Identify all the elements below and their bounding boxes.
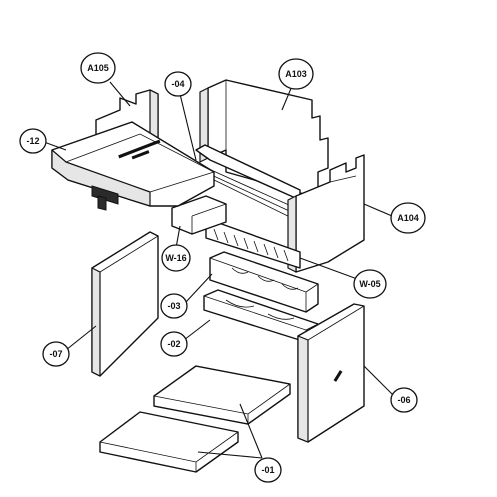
- svg-text:-06: -06: [397, 395, 410, 405]
- part-12-deflector-plate: [51, 121, 215, 211]
- part-06-front-panel: [297, 303, 365, 443]
- part-03-firebrick: [209, 251, 319, 313]
- svg-text:A103: A103: [285, 69, 307, 79]
- callout-04: -04: [164, 71, 192, 97]
- callout-02: -02: [160, 331, 188, 357]
- callout-03: -03: [160, 293, 188, 319]
- svg-text:-12: -12: [26, 136, 39, 146]
- callout-07: -07: [42, 341, 70, 367]
- svg-text:-02: -02: [167, 339, 180, 349]
- svg-text:W-16: W-16: [165, 253, 186, 263]
- callout-01: -01: [254, 457, 282, 483]
- svg-text:-04: -04: [171, 79, 184, 89]
- svg-text:-07: -07: [49, 349, 62, 359]
- callout-12: -12: [19, 128, 47, 154]
- part-w16-bar: [171, 195, 227, 235]
- svg-text:-01: -01: [261, 465, 274, 475]
- svg-text:A104: A104: [397, 213, 419, 223]
- leader-lines: [43, 81, 395, 459]
- callout-a104: A104: [390, 202, 426, 234]
- part-01-floor-brick-lower: [99, 411, 239, 473]
- callout-06: -06: [390, 387, 418, 413]
- callout-a103: A103: [278, 58, 314, 90]
- part-07-side-brick: [91, 231, 159, 377]
- part-01-floor-brick-upper: [153, 365, 291, 425]
- callout-a105: A105: [80, 52, 116, 84]
- callout-w16: W-16: [161, 244, 191, 272]
- svg-text:-03: -03: [167, 301, 180, 311]
- callout-w05: W-05: [353, 269, 387, 299]
- svg-text:A105: A105: [87, 63, 109, 73]
- part-w05-baffle-strip: [205, 221, 301, 269]
- svg-text:W-05: W-05: [359, 279, 380, 289]
